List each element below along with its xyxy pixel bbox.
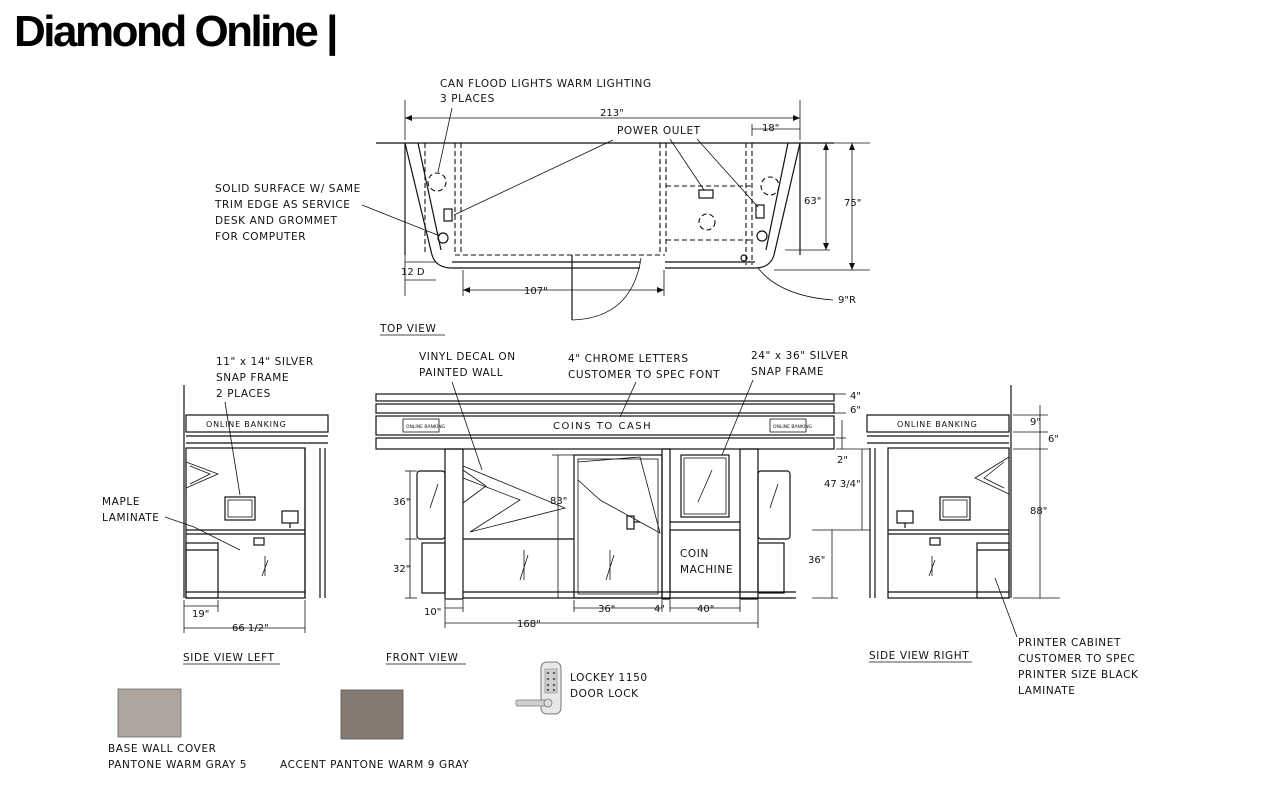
side-right-sign: ONLINE BANKING [897,420,978,429]
top-view: 213" 18" [214,78,870,336]
dim-side-right-88: 88" [1030,506,1047,517]
front-sign-main: COINS TO CASH [553,421,652,432]
swatch-base-wall [117,688,182,738]
note-surface-line4: FOR COMPUTER [215,231,306,243]
front-view-title: FRONT VIEW [386,652,459,664]
dim-19: 19" [192,609,209,620]
note-printer-line4: LAMINATE [1018,685,1076,697]
swatch-accent-label: ACCENT PANTONE WARM 9 GRAY [280,759,469,771]
color-swatches: BASE WALL COVER PANTONE WARM GRAY 5 ACCE… [108,688,469,771]
note-printer-line3: PRINTER SIZE BLACK [1018,669,1139,681]
top-view-title: TOP VIEW [379,323,436,335]
dim-front-2: 2" [837,455,848,466]
dim-63: 63" [804,196,821,207]
note-surface-line3: DESK AND GROMMET [215,215,338,227]
dim-66: 66 1/2" [232,623,269,634]
dim-213: 213" [600,108,624,119]
door-lock-icon [515,661,562,715]
dim-18: 18" [762,123,779,134]
dim-side-right-9: 9" [1030,417,1041,428]
note-printer-line2: CUSTOMER TO SPEC [1018,653,1135,665]
note-printer-line1: PRINTER CABINET [1018,637,1121,649]
dim-front-32: 32" [393,564,410,575]
dim-front-4: 4" [654,604,665,615]
dim-front-4top: 4" [850,391,861,402]
note-snap-frame-line3: 2 PLACES [216,388,271,400]
dim-107: 107" [524,286,548,297]
dim-front-36a: 36" [393,497,410,508]
dim-front-168: 168" [517,619,541,630]
note-frame-line1: 24" x 36" SILVER [751,350,849,362]
note-power-outlet: POWER OULET [617,125,701,137]
dim-9r: 9"R [838,295,856,306]
dim-front-6top: 6" [850,405,861,416]
note-decal-line2: PAINTED WALL [419,367,503,379]
note-lights-line2: 3 PLACES [440,93,495,105]
dim-side-right-6: 6" [1048,434,1059,445]
note-snap-frame-line1: 11" x 14" SILVER [216,356,314,368]
swatch-base-label-line1: BASE WALL COVER [108,743,217,755]
dim-front-10: 10" [424,607,441,618]
note-letters-line2: CUSTOMER TO SPEC FONT [568,369,720,381]
note-frame-line2: SNAP FRAME [751,366,824,378]
note-lights-line1: CAN FLOOD LIGHTS WARM LIGHTING [440,78,652,90]
side-view-right: ONLINE BANKING 9" 6" 88" PRINTER CABINET… [866,385,1139,697]
dim-12d: 12 D [401,267,425,278]
note-maple-line1: MAPLE [102,496,140,508]
dim-front-40: 40" [697,604,714,615]
note-surface-line2: TRIM EDGE AS SERVICE [214,199,350,211]
front-sign-small-left: ONLINE BANKING [406,424,446,430]
note-letters-line1: 4" CHROME LETTERS [568,353,689,365]
swatch-accent [340,689,404,740]
lock-label-line1: LOCKEY 1150 [570,672,648,684]
dim-75: 75" [844,198,861,209]
front-view: ONLINE BANKING ONLINE BANKING COINS TO C… [375,350,870,665]
side-left-sign: ONLINE BANKING [206,420,287,429]
side-view-left: ONLINE BANKING 19" 66 1/2" [102,356,329,665]
dim-front-83: 83" [550,496,567,507]
dim-front-47: 47 3/4" [824,479,861,490]
coin-machine-line1: COIN [680,548,709,560]
coin-machine-line2: MACHINE [680,564,733,576]
dim-front-36c: 36" [808,555,825,566]
side-left-title: SIDE VIEW LEFT [183,652,275,664]
dim-front-36b: 36" [598,604,615,615]
note-decal-line1: VINYL DECAL ON [419,351,516,363]
lock-label-line2: DOOR LOCK [570,688,639,700]
page-title: Diamond Online | [14,7,338,56]
front-sign-small-right: ONLINE BANKING [773,424,813,430]
note-maple-line2: LAMINATE [102,512,160,524]
note-snap-frame-line2: SNAP FRAME [216,372,289,384]
swatch-base-label-line2: PANTONE WARM GRAY 5 [108,759,247,771]
side-right-title: SIDE VIEW RIGHT [869,650,969,662]
note-surface-line1: SOLID SURFACE W/ SAME [215,183,361,195]
